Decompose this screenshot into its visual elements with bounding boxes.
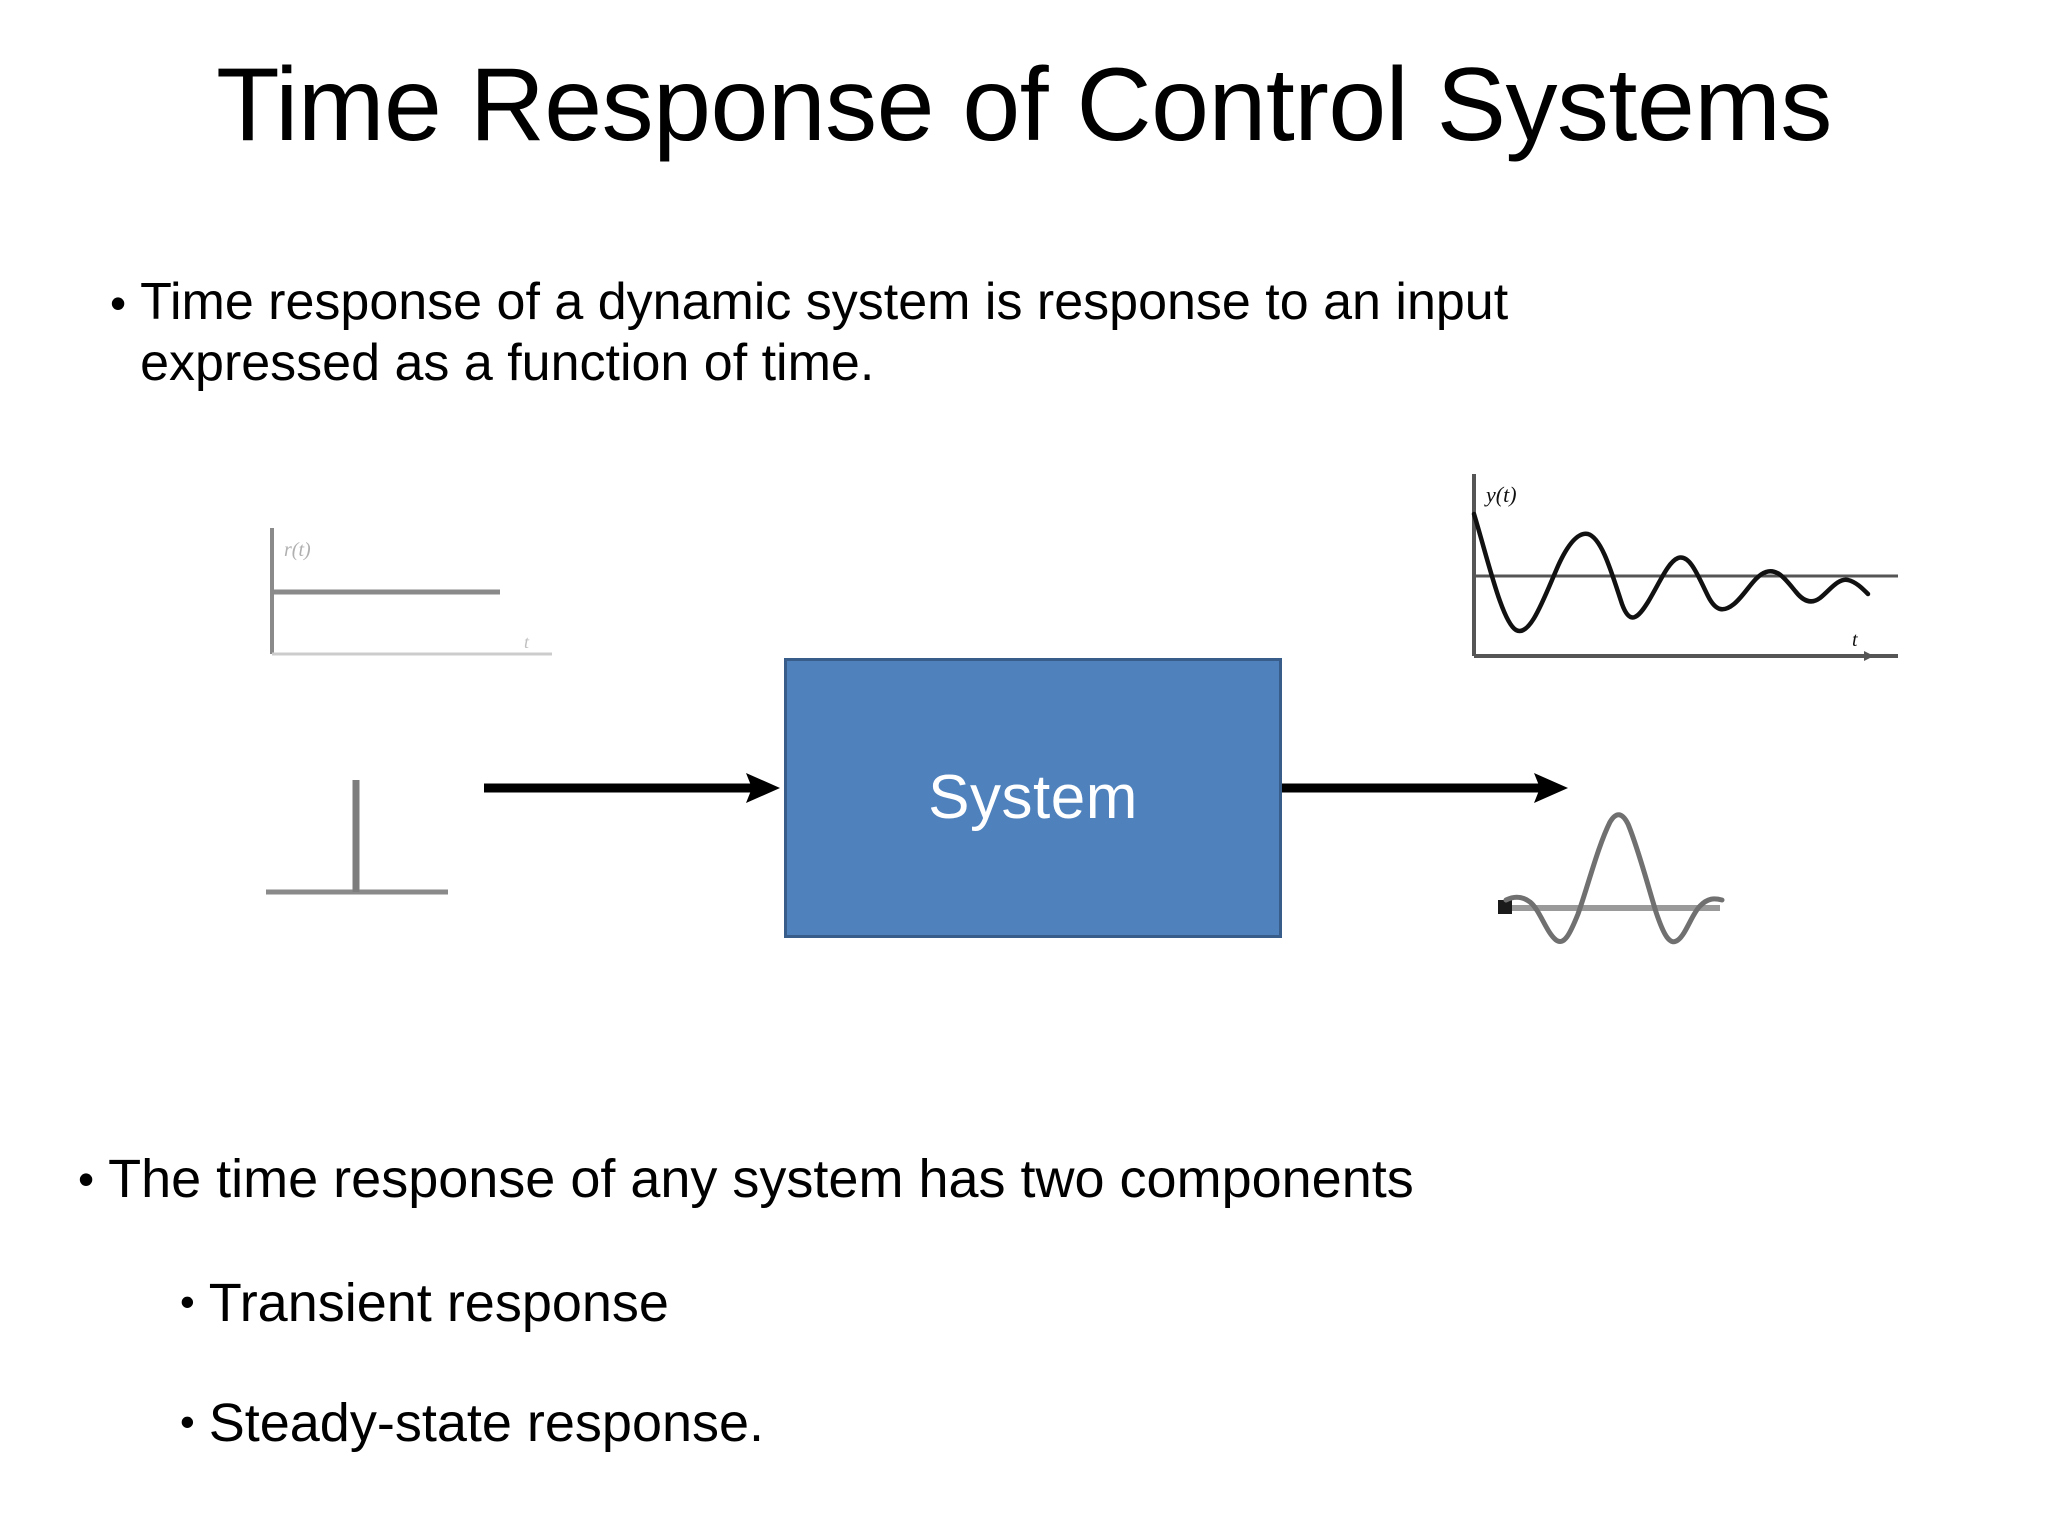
step-plot-y-label: r(t): [284, 539, 311, 561]
sub-bullet-marker-icon: •: [180, 1278, 195, 1325]
bullet-intro-line-1: Time response of a dynamic system is res…: [140, 273, 1509, 331]
system-block: System: [784, 658, 1282, 938]
step-plot-x-label: t: [524, 632, 530, 652]
damped-plot-y-label: y(t): [1484, 482, 1517, 507]
damped-oscillation-plot: y(t) t: [1471, 474, 1898, 661]
bullet-intro-text: Time response of a dynamic system is res…: [140, 272, 2000, 395]
sub-bullet-transient-text: Transient response: [208, 1273, 669, 1333]
bullet-intro-line-2: expressed as a function of time.: [140, 334, 875, 393]
impulse-response-plot: [1498, 812, 1725, 945]
system-block-label: System: [928, 763, 1138, 832]
output-arrow: [1272, 773, 1568, 803]
system-block-diagram: r(t) t y(t) t System: [0, 474, 2048, 1040]
bullet-components: • The time response of any system has tw…: [78, 1148, 1778, 1212]
step-input-plot: r(t) t: [270, 528, 552, 656]
sub-bullet-marker-icon: •: [180, 1398, 195, 1445]
sub-bullet-transient: • Transient response: [180, 1272, 669, 1336]
bullet-components-text: The time response of any system has two …: [108, 1149, 1414, 1209]
bullet-intro: • Time response of a dynamic system is r…: [110, 272, 2000, 395]
sub-bullet-steady-state-text: Steady-state response.: [208, 1393, 765, 1453]
input-arrow: [484, 773, 780, 803]
page-title: Time Response of Control Systems: [216, 47, 1832, 163]
impulse-input-plot: [266, 780, 448, 895]
damped-plot-x-label: t: [1852, 629, 1858, 651]
sub-bullet-steady-state: • Steady-state response.: [180, 1392, 764, 1456]
bullet-marker-icon: •: [78, 1153, 95, 1205]
bullet-marker-icon: •: [110, 277, 127, 329]
